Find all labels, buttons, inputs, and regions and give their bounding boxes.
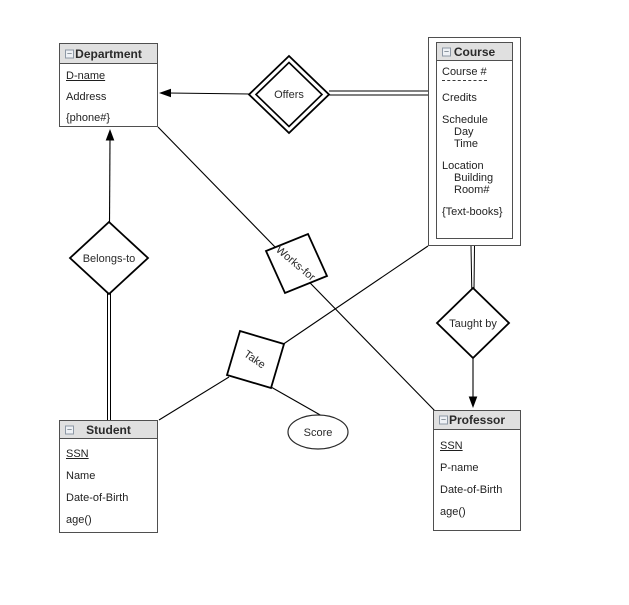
attribute-row: Address — [66, 90, 107, 103]
attribute-row: Schedule — [442, 114, 488, 126]
attribute-oval-score[interactable] — [287, 414, 349, 450]
attribute-row: {Text-books} — [442, 206, 503, 218]
attribute-row: age() — [440, 506, 466, 518]
attribute-row: Credits — [442, 92, 477, 104]
entity-department-header: − Department — [60, 44, 157, 64]
collapse-icon[interactable]: − — [65, 424, 74, 434]
collapse-icon[interactable]: − — [439, 414, 448, 425]
relationship-taughtby-diamond[interactable] — [435, 286, 511, 360]
attribute-row: Date-of-Birth — [66, 492, 129, 504]
collapse-icon[interactable]: − — [442, 46, 451, 56]
relationship-offers-diamond[interactable] — [247, 54, 331, 135]
edge-course-taughtby-outer[interactable] — [470, 245, 473, 291]
entity-department-title: Department — [75, 46, 142, 61]
entity-student[interactable]: − Student SSN Name Date-of-Birth age() — [59, 420, 158, 533]
relationship-offers-inner-diamond — [254, 61, 324, 128]
attribute-row: Day — [454, 126, 474, 138]
relationship-take-diamond[interactable] — [225, 329, 286, 390]
entity-course-title: Course — [453, 44, 496, 59]
attribute-row: SSN — [440, 440, 463, 452]
attribute-row: age() — [66, 514, 92, 526]
attribute-row: Location — [442, 160, 484, 172]
edge-take-score[interactable] — [270, 386, 323, 417]
attribute-row: Course # — [437, 66, 512, 81]
edge-belongsto-department[interactable] — [108, 137, 111, 225]
entity-course-frame[interactable]: − Course Course # Credits Schedule Day T… — [428, 37, 521, 246]
attribute-row: D-name — [66, 69, 106, 82]
attribute-row: Date-of-Birth — [440, 484, 503, 496]
attribute-oval-score-label: Score — [304, 427, 333, 439]
relationship-belongsto-label: Belongs-to — [83, 253, 136, 265]
attribute-row: Name — [66, 470, 96, 482]
entity-student-title: Student — [86, 422, 131, 437]
relationship-worksfor-diamond[interactable] — [264, 232, 329, 295]
entity-professor-header: − Professor — [434, 411, 520, 430]
entity-course-header: − Course — [437, 43, 512, 61]
entity-professor[interactable]: − Professor SSN P-name Date-of-Birth age… — [433, 410, 521, 531]
edge-take-course[interactable] — [281, 245, 429, 346]
arrowhead-into-department-bottom-icon — [105, 129, 115, 141]
edge-course-taughtby-inner[interactable] — [473, 245, 475, 291]
edge-take-student[interactable] — [158, 376, 230, 421]
arrowhead-into-professor-top-icon — [468, 396, 478, 408]
attribute-row: P-name — [440, 462, 479, 474]
edge-offers-department[interactable] — [167, 92, 251, 95]
entity-professor-title: Professor — [448, 413, 506, 427]
attribute-row: {phone#} — [66, 111, 111, 124]
entity-student-header: − Student — [60, 421, 157, 439]
relationship-taughtby-label: Taught by — [449, 318, 497, 330]
entity-course[interactable]: − Course Course # Credits Schedule Day T… — [436, 42, 513, 239]
entity-department[interactable]: − Department D-name Address {phone#} — [59, 43, 158, 127]
attribute-row: Room# — [454, 184, 490, 196]
attribute-row: SSN — [66, 448, 89, 460]
relationship-offers-label: Offers — [274, 89, 304, 101]
collapse-icon[interactable]: − — [65, 48, 74, 58]
arrowhead-into-department-right-icon — [159, 88, 171, 98]
attribute-row: Building — [454, 172, 494, 184]
relationship-belongsto-diamond[interactable] — [68, 220, 150, 296]
attribute-row: Time — [454, 138, 479, 150]
